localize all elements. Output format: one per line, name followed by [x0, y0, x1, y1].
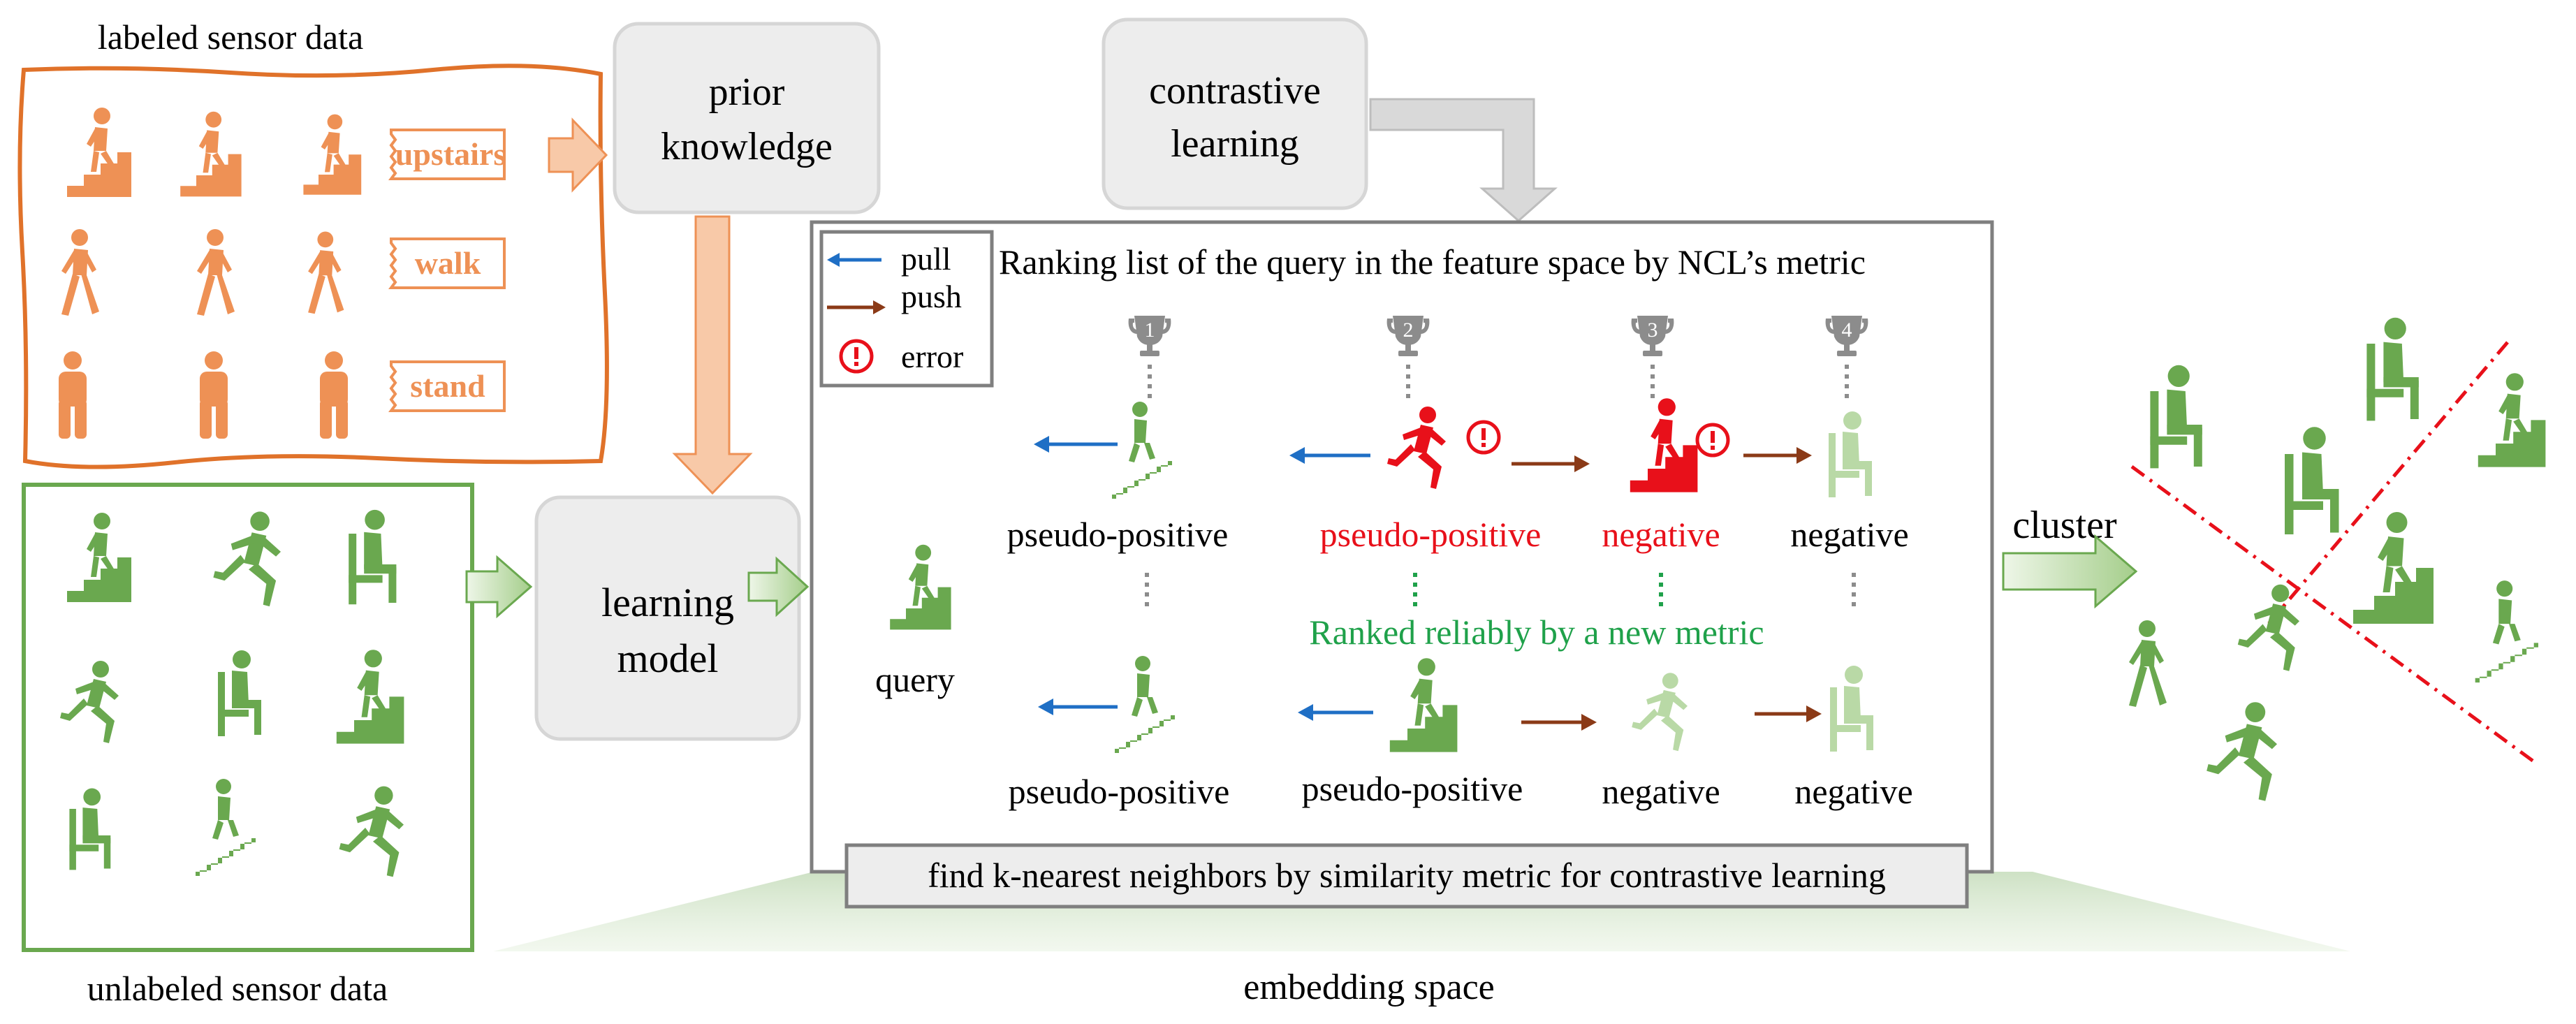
push-arrowhead-icon: [873, 300, 886, 314]
arrow-prior-to-model: [672, 215, 753, 495]
pull-arrow-icon: [1298, 704, 1313, 721]
stand-icon: [320, 351, 348, 439]
error-icon: [1468, 422, 1499, 453]
arrow-to-cluster: [2002, 534, 2138, 609]
stairs-down-icon: [2475, 580, 2538, 683]
row1-label: pseudo-positive: [1007, 515, 1229, 554]
legend-push: push: [901, 279, 962, 314]
prior-knowledge-label-1: prior: [709, 71, 785, 114]
row2-label: pseudo-positive: [1009, 772, 1230, 811]
arrow-labeled-to-prior: [548, 117, 608, 193]
stairs-up-icon: [67, 513, 131, 602]
row1-label: pseudo-positive: [1320, 515, 1542, 554]
knn-bar-label: find k-nearest neighbors by similarity m…: [928, 856, 1886, 895]
row2-label: negative: [1602, 772, 1720, 811]
stairs-up-icon: [2478, 373, 2546, 467]
middle-connectors: [1145, 573, 1856, 612]
stairs-up-icon: [336, 650, 404, 744]
walk-icon: [197, 229, 235, 316]
row1-label: negative: [1790, 515, 1908, 554]
knn-bar: [844, 843, 1969, 909]
arrow-contrastive-to-ranking: [1369, 98, 1558, 223]
labeled-data-box: [17, 64, 609, 469]
rank-number: 1: [1145, 319, 1155, 342]
walk-icon: [308, 231, 344, 314]
sit-icon: [69, 788, 111, 870]
contrastive-label-2: learning: [1171, 122, 1298, 166]
arrow-unlabeled-to-model: [465, 555, 533, 619]
push-arrow-icon: [1574, 455, 1590, 472]
stairs-up-icon: [180, 111, 242, 197]
rank-number: 4: [1842, 319, 1852, 342]
error-icon: [1697, 425, 1728, 455]
query-label: query: [875, 660, 955, 699]
tag-walk: [388, 237, 506, 289]
tag-stand-label: stand: [410, 368, 485, 404]
pull-arrow-icon: [1289, 447, 1305, 464]
stand-icon: [59, 351, 87, 439]
row1-label: negative: [1602, 515, 1720, 554]
stairs-up-icon: [67, 108, 131, 197]
pull-arrow-icon: [1034, 436, 1049, 453]
learning-model-box: [534, 495, 801, 741]
prior-knowledge-box: [613, 22, 881, 214]
clustered-icons: [2129, 317, 2546, 801]
row2-label: pseudo-positive: [1302, 769, 1523, 808]
run-icon: [2207, 702, 2277, 801]
walk-icon: [2129, 620, 2167, 707]
error-icon: [841, 341, 872, 372]
push-arrow-icon: [1796, 447, 1812, 464]
sit-icon: [218, 650, 261, 736]
activity-tags: upstairs walk stand: [388, 129, 506, 412]
pull-arrow-icon: [1038, 698, 1053, 715]
run-icon: [213, 511, 281, 607]
push-arrow-icon: [1581, 714, 1597, 731]
tag-walk-label: walk: [415, 245, 481, 281]
row2-arrows: [1038, 698, 1822, 731]
row2-label: negative: [1794, 772, 1912, 811]
learning-model-label-1: learning: [601, 580, 734, 625]
stairs-down-icon: [196, 779, 256, 876]
rank-number: 2: [1403, 319, 1414, 342]
row1-arrows: [1034, 436, 1812, 472]
tag-upstairs-label: upstairs: [395, 136, 506, 172]
tag-stand: [388, 360, 506, 412]
rank-trophies: 1 2 3 4: [1128, 316, 1868, 356]
unlabeled-icons: [60, 509, 404, 877]
learning-model-label-2: model: [617, 636, 719, 681]
push-arrow-icon: [1806, 705, 1822, 722]
trophy-connectors: [1148, 365, 1849, 404]
stairs-up-icon: [303, 114, 362, 195]
sit-icon: [2285, 427, 2339, 534]
sit-icon: [2366, 317, 2419, 421]
contrastive-label-1: contrastive: [1149, 69, 1321, 112]
arrow-model-to-ranking: [747, 556, 810, 617]
unlabeled-data-box: [22, 483, 474, 952]
stairs-up-icon: [2353, 512, 2434, 624]
ranking-title: Ranking list of the query in the feature…: [999, 242, 1866, 281]
embedding-space-label: embedding space: [1243, 967, 1495, 1007]
run-icon: [339, 786, 404, 877]
legend-error: error: [901, 339, 963, 374]
contrastive-learning-box: [1102, 17, 1368, 210]
cluster-separators: [2130, 341, 2537, 765]
stand-icon: [200, 351, 228, 439]
tag-upstairs: [388, 129, 506, 180]
sit-icon: [349, 509, 397, 605]
labeled-data-title: labeled sensor data: [98, 17, 363, 57]
rank-number: 3: [1648, 319, 1658, 342]
legend-pull: pull: [901, 241, 951, 277]
reliable-note: Ranked reliably by a new metric: [1309, 613, 1764, 652]
walk-icon: [61, 229, 99, 316]
labeled-icons: [59, 108, 362, 439]
prior-knowledge-label-2: knowledge: [661, 125, 833, 168]
sit-icon: [2150, 365, 2202, 469]
run-icon: [60, 661, 119, 743]
pull-arrowhead-icon: [827, 253, 840, 267]
unlabeled-data-title: unlabeled sensor data: [87, 969, 388, 1008]
